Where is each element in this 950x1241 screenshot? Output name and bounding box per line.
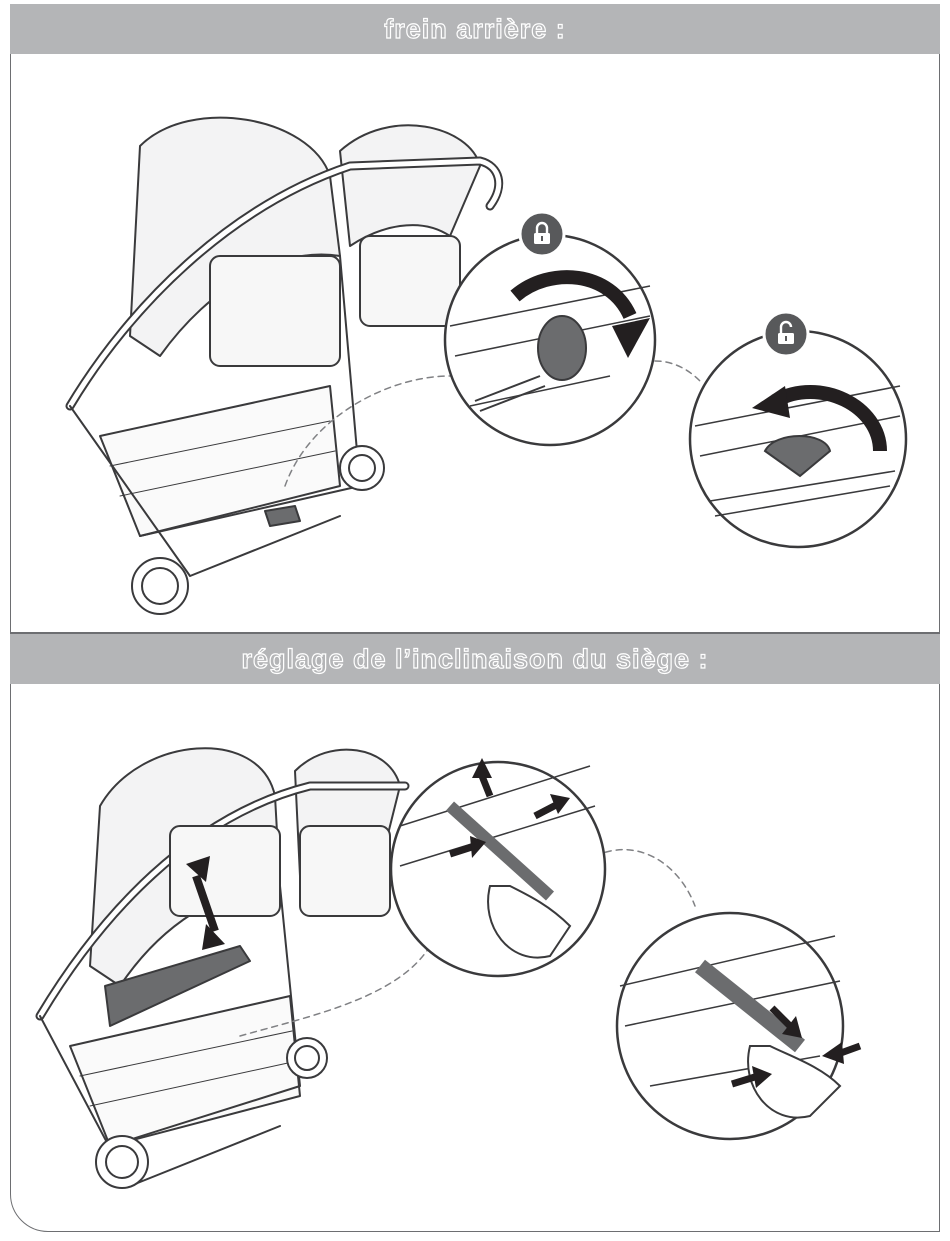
section-title: réglage de l’inclinaison du siège : [241,644,708,675]
zoom-circle-recline-buckle [617,913,860,1139]
rear-brake-illustration [10,56,940,630]
seat-back-right [360,236,460,326]
side-wheel [340,446,384,490]
brake-pedal-up [538,316,586,380]
zoom-circle-recline-strap [391,758,605,976]
seat-back-left [170,826,280,916]
seat-recline-illustration [10,686,940,1226]
rear-wheel [132,558,188,614]
stroller-canopy-front [340,125,480,246]
zoom-circle-unlocked [690,331,906,547]
seat-back-right [300,826,390,916]
seat-back-left [210,256,340,366]
side-wheel [287,1038,327,1078]
section-title: frein arrière : [384,14,566,45]
brake-pedal [265,506,300,526]
zoom-circle-locked [445,235,655,445]
rear-wheel [96,1136,148,1188]
section-banner-seat-recline: réglage de l’inclinaison du siège : [10,634,940,684]
padlock-closed-icon [520,212,564,256]
section-banner-rear-brake: frein arrière : [10,4,940,54]
padlock-open-icon [764,312,808,356]
